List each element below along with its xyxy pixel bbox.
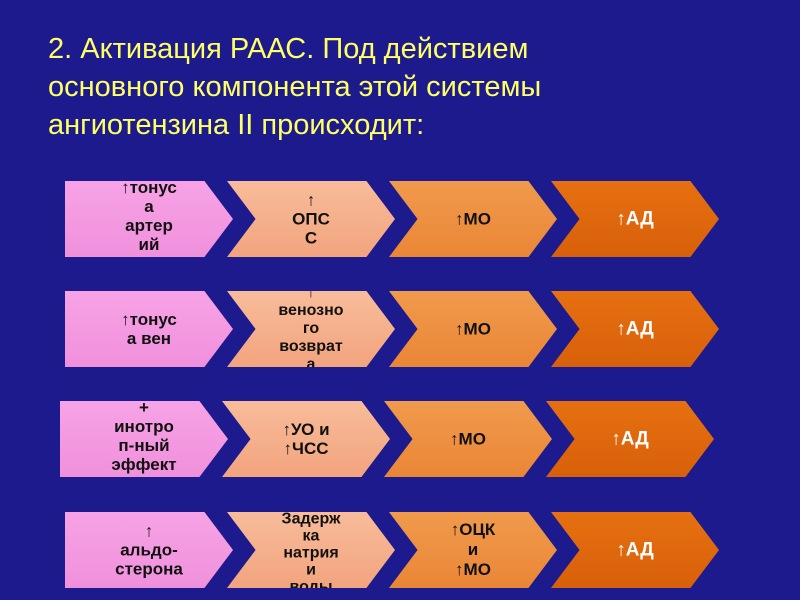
chevron-r4-c2: Задерж ка натрия и воды [227,512,395,588]
chevron-label: ↑МО [450,429,486,449]
chevron-r2-c3: ↑МО [389,291,557,367]
chevron-r3-c2: ↑УО и ↑ЧСС [222,401,390,477]
chevron-label: ↑АД [611,428,649,450]
chain-row-3: + инотро п-ный эффект ↑УО и ↑ЧСС ↑МО ↑АД [0,401,800,477]
chevron-label: ↑МО [455,209,491,229]
slide-title: 2. Активация РААС. Под действием основно… [48,30,768,144]
chevron-r1-c1: ↑тонус а артер ий [65,181,233,257]
chevron-r1-c3: ↑МО [389,181,557,257]
chain-row-4: ↑ альдо- стерона Задерж ка натрия и воды… [0,512,800,588]
chevron-label: ↑тонус а вен [121,310,177,348]
chevron-r2-c4: ↑АД [551,291,719,367]
chevron-r3-c3: ↑МО [384,401,552,477]
chevron-r1-c4: ↑АД [551,181,719,257]
chevron-r2-c1: ↑тонус а вен [65,291,233,367]
chevron-label: ↑ венозно го возврат а [278,284,344,373]
chain-row-2: ↑тонус а вен ↑ венозно го возврат а ↑МО … [0,291,800,367]
chevron-label: ↑ альдо- стерона [115,521,183,579]
chevron-r2-c2: ↑ венозно го возврат а [227,291,395,367]
title-line-3: ангиотензина II происходит: [48,109,425,141]
chevron-r4-c3: ↑ОЦК и ↑МО [389,512,557,588]
chevron-label: ↑АД [616,539,654,561]
chain-row-1: ↑тонус а артер ий ↑ ОПС С ↑МО ↑АД [0,181,800,257]
chevron-r3-c4: ↑АД [546,401,714,477]
chevron-label: ↑тонус а артер ий [121,177,177,254]
chevron-label: + инотро п-ный эффект [111,397,177,474]
chevron-label: ↑АД [616,208,654,230]
chevron-label: ↑МО [455,319,491,339]
chevron-r1-c2: ↑ ОПС С [227,181,395,257]
chevron-label: Задерж ка натрия и воды [281,510,341,596]
chevron-r3-c1: + инотро п-ный эффект [60,401,228,477]
chevron-label: ↑ ОПС С [292,190,330,248]
title-line-1: 2. Активация РААС. Под действием [48,33,529,65]
title-line-2: основного компонента этой системы [48,71,542,103]
chevron-r4-c1: ↑ альдо- стерона [65,512,233,588]
chevron-r4-c4: ↑АД [551,512,719,588]
chevron-label: ↑ОЦК и ↑МО [450,520,496,579]
chevron-label: ↑УО и ↑ЧСС [282,420,330,458]
chevron-label: ↑АД [616,318,654,340]
